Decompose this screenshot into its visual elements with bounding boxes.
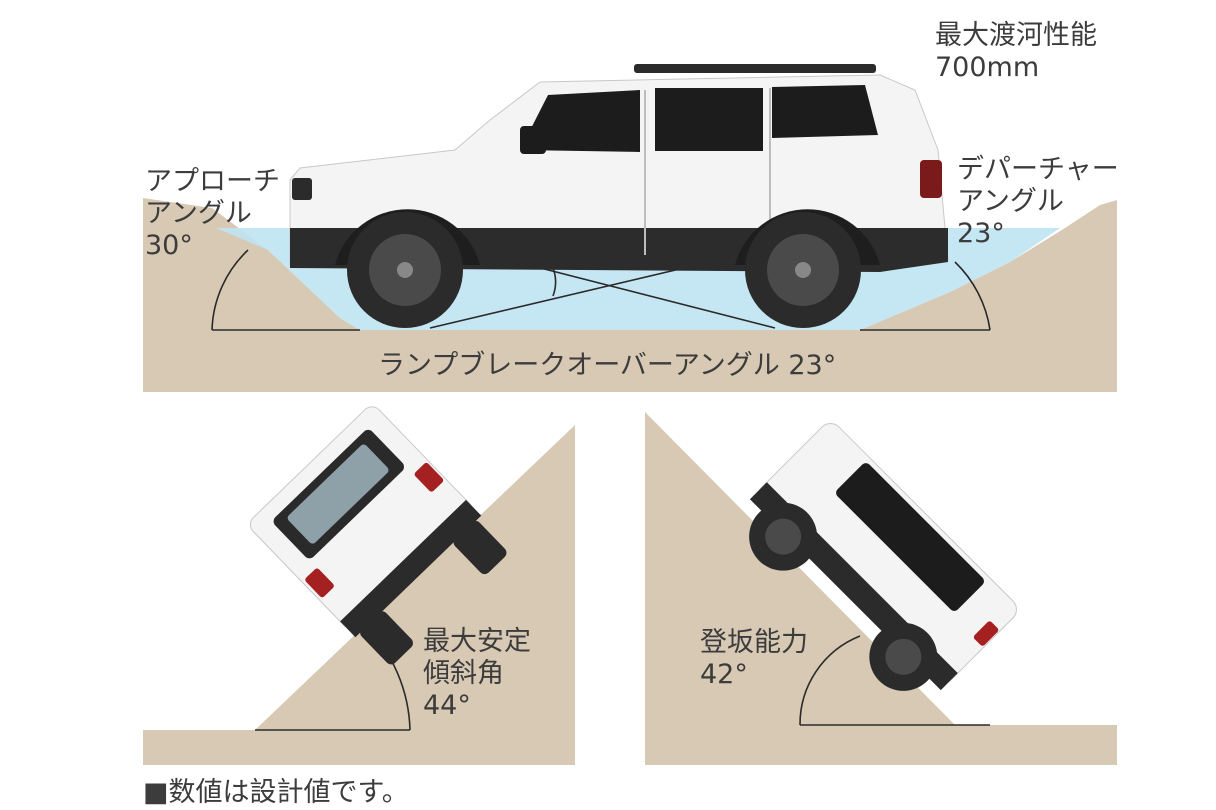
tilt-slope: [143, 425, 575, 765]
tilt-angle-label: 最大安定 傾斜角 44°: [423, 626, 531, 722]
approach-angle-label: アプローチ アングル 30°: [145, 166, 280, 262]
approach-line2: アングル: [145, 198, 252, 229]
top-panel: [143, 64, 1117, 392]
departure-line1: デパーチャー: [957, 154, 1119, 185]
approach-value: 30°: [145, 230, 193, 261]
bottom-right-panel: [645, 412, 1117, 765]
climbing-vehicle: [749, 423, 1017, 691]
top-ground: [143, 198, 1117, 392]
wading-value: 700mm: [935, 52, 1040, 83]
climb-slope: [645, 412, 1117, 765]
side-view-vehicle: [289, 64, 949, 328]
climb-angle-arc: [799, 635, 990, 726]
departure-angle-arc: [860, 261, 991, 331]
approach-angle-arc: [211, 249, 360, 331]
rear-view-vehicle: [249, 406, 507, 665]
climb-line1: 登坂能力: [700, 627, 808, 658]
departure-angle-label: デパーチャー アングル 23°: [957, 154, 1119, 250]
tilt-line1: 最大安定: [423, 626, 531, 657]
departure-line2: アングル: [957, 186, 1064, 217]
climb-angle-label: 登坂能力 42°: [700, 627, 808, 691]
wading-label: 最大渡河性能 700mm: [935, 20, 1097, 84]
departure-value: 23°: [957, 218, 1005, 249]
approach-line1: アプローチ: [145, 166, 280, 197]
tilt-value: 44°: [423, 690, 471, 721]
wading-title: 最大渡河性能: [935, 20, 1097, 51]
ramp-breakover-label: ランプブレークオーバーアングル 23°: [378, 350, 837, 381]
tilt-line2: 傾斜角: [423, 658, 504, 689]
bottom-left-panel: [143, 406, 575, 765]
footnote: ■数値は設計値です。: [143, 777, 409, 808]
climb-value: 42°: [700, 659, 748, 690]
